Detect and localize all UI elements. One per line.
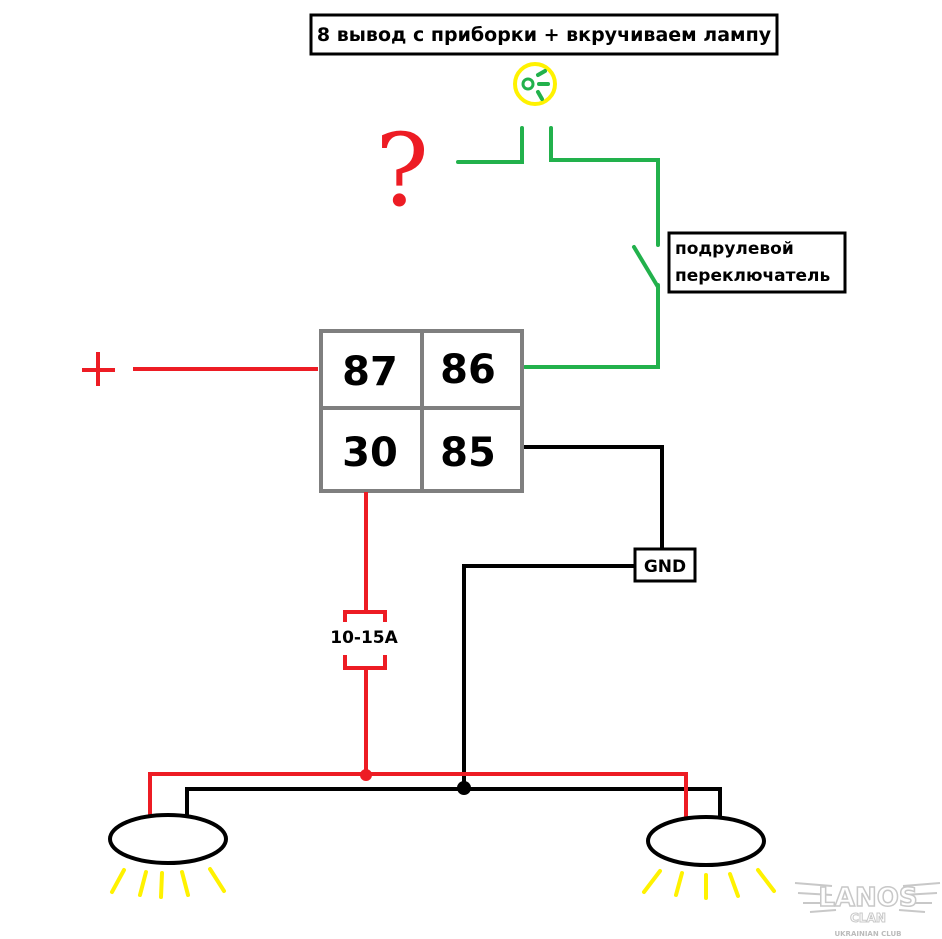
relay-pin-85: 85 [440,430,496,476]
lanos-clan-logo: LANOS CLAN UKRAINIAN CLUB [794,882,941,938]
fuse-label: 10-15A [330,628,398,648]
plus-sign-text: + [0,0,1,1]
svg-text:CLAN: CLAN [850,911,886,925]
relay-pin-30: 30 [342,430,398,476]
switch-label-line1: подрулевой [675,239,794,259]
switch-label-box: подрулевой переключатель [667,231,847,294]
fog-lamp-left-icon [108,813,228,899]
switch-label-line2: переключатель [675,266,830,286]
ground-wire [185,445,722,818]
plus-icon [82,352,115,386]
relay: 87 86 30 85 [319,329,524,493]
svg-text:UKRAINIAN CLUB: UKRAINIAN CLUB [834,930,901,938]
signal-wire [456,126,660,369]
junction-dot [360,769,372,781]
gnd-label: GND [644,557,686,577]
indicator-lamp-icon [513,62,557,106]
fog-lamp-right-icon [642,815,776,900]
question-mark: ? [375,112,429,229]
relay-pin-86: 86 [440,347,496,393]
svg-text:LANOS: LANOS [818,883,917,913]
relay-pin-87: 87 [342,349,398,395]
gnd-box: GND [633,547,697,583]
load-wire [148,492,688,818]
title-box: 8 вывод с приборки + вкручиваем лампу [309,13,779,56]
title-text: 8 вывод с приборки + вкручиваем лампу [317,24,772,46]
junction-dot [457,781,471,795]
